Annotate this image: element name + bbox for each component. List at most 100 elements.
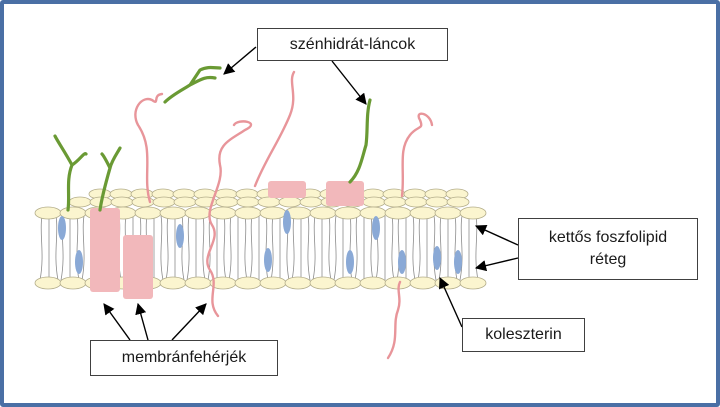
cholesterol-text: koleszterin bbox=[485, 326, 562, 343]
lipid-tail bbox=[328, 215, 332, 281]
membrane-fiber bbox=[134, 92, 164, 204]
phospholipid-head-back bbox=[173, 196, 197, 208]
carbohydrate-chains-label: szénhidrát-láncok bbox=[257, 28, 448, 61]
lipid-tail bbox=[333, 215, 337, 281]
lipid-tail bbox=[181, 215, 185, 281]
phospholipid-head-back bbox=[110, 196, 134, 208]
protein-icon bbox=[268, 181, 306, 198]
cholesterol-icon bbox=[346, 250, 354, 274]
lipid-tail bbox=[160, 215, 164, 281]
lipid-tail bbox=[354, 215, 358, 281]
lipid-tail bbox=[391, 215, 395, 281]
cholesterol-icon bbox=[372, 216, 380, 240]
phospholipid-head-top bbox=[159, 206, 187, 220]
lipid-tail bbox=[312, 215, 316, 281]
phospholipid-head-top bbox=[134, 206, 162, 220]
cholesterol-icon bbox=[58, 216, 66, 240]
lipid-tail bbox=[454, 215, 458, 281]
lipid-tail bbox=[370, 215, 374, 281]
phospholipid-head-bottom bbox=[259, 276, 287, 290]
phospholipid-head-back bbox=[425, 196, 449, 208]
phospholipid-head-back bbox=[257, 196, 281, 208]
phospholipid-head-back bbox=[404, 196, 428, 208]
cholesterol-icon bbox=[433, 246, 441, 270]
lipid-tail bbox=[396, 215, 400, 281]
membrane-proteins-label: membránfehérjék bbox=[90, 340, 278, 376]
cholesterol-icon bbox=[454, 250, 462, 274]
phospholipid-head-bottom bbox=[184, 276, 212, 290]
phospholipid-head-top bbox=[259, 206, 287, 220]
lipid-tail bbox=[438, 215, 442, 281]
phospholipid-head-top bbox=[59, 206, 87, 220]
phospholipid-head-bottom bbox=[309, 276, 337, 290]
lipid-tail bbox=[249, 215, 253, 281]
phospholipid-head-top bbox=[409, 206, 437, 220]
phospholipid-head-back bbox=[383, 196, 407, 208]
phospholipid-head-back bbox=[278, 196, 302, 208]
lipid-tail bbox=[223, 215, 227, 281]
phospholipid-head-top bbox=[384, 206, 412, 220]
lipid-tail bbox=[39, 215, 43, 281]
phospholipid-head-bottom bbox=[334, 276, 362, 290]
phospholipid-head-bottom bbox=[359, 276, 387, 290]
phospholipid-head-bottom bbox=[459, 276, 487, 290]
label-arrow bbox=[223, 46, 257, 75]
lipid-tail bbox=[417, 215, 421, 281]
fiber-group bbox=[134, 70, 434, 360]
cholesterol-icon bbox=[264, 248, 272, 272]
lipid-tail bbox=[475, 215, 479, 281]
lipid-tail bbox=[55, 215, 59, 281]
label-arrow bbox=[439, 276, 463, 328]
carbohydrate-chain-icon bbox=[163, 65, 222, 104]
lipid-tail bbox=[265, 215, 269, 281]
lipid-tail bbox=[186, 215, 190, 281]
phospholipid-head-top bbox=[459, 206, 487, 220]
lipid-tail bbox=[81, 215, 85, 281]
phospholipid-bilayer-label: kettős foszfolipid réteg bbox=[518, 218, 698, 280]
membrane-fiber bbox=[253, 70, 296, 188]
phospholipid-head-top bbox=[209, 206, 237, 220]
carbohydrate-chain-icon bbox=[98, 146, 122, 212]
lipid-tail bbox=[307, 215, 311, 281]
phospholipid-head-back bbox=[236, 196, 260, 208]
label-arrow bbox=[103, 303, 131, 341]
phospholipid-head-bottom bbox=[34, 276, 62, 290]
bilayer-text-line2: réteg bbox=[589, 251, 627, 268]
membrane-fiber bbox=[206, 120, 253, 318]
membrane-fiber bbox=[400, 112, 434, 198]
lipid-tail bbox=[459, 215, 463, 281]
cholesterol-icon bbox=[283, 210, 291, 234]
membrane-fiber bbox=[386, 280, 402, 360]
lipid-tail bbox=[165, 215, 169, 281]
label-arrow bbox=[171, 303, 207, 341]
label-arrow bbox=[474, 257, 519, 272]
phospholipid-head-bottom bbox=[59, 276, 87, 290]
phospholipid-head-top bbox=[184, 206, 212, 220]
lipid-tail bbox=[270, 215, 274, 281]
lipid-tail bbox=[433, 215, 437, 281]
lipid-tail bbox=[291, 215, 295, 281]
protein-icon bbox=[123, 235, 153, 299]
cholesterol-icon bbox=[75, 250, 83, 274]
label-arrow bbox=[474, 225, 519, 246]
lipid-tail bbox=[202, 215, 206, 281]
lipid-tail bbox=[412, 215, 416, 281]
phospholipid-head-top bbox=[334, 206, 362, 220]
membrane-proteins-text: membránfehérjék bbox=[121, 349, 247, 366]
phospholipid-head-back bbox=[68, 196, 92, 208]
phospholipid-head-back bbox=[299, 196, 323, 208]
phospholipid-head-top bbox=[309, 206, 337, 220]
carbohydrate-chain-icon bbox=[348, 98, 372, 184]
cholesterol-label: koleszterin bbox=[462, 318, 585, 352]
lipid-tail bbox=[244, 215, 248, 281]
bilayer-text-line1: kettős foszfolipid bbox=[548, 229, 668, 246]
phospholipid-head-top bbox=[34, 206, 62, 220]
phospholipid-head-bottom bbox=[409, 276, 437, 290]
phospholipid-head-bottom bbox=[159, 276, 187, 290]
phospholipid-head-back bbox=[446, 196, 470, 208]
carbohydrate-group bbox=[53, 65, 372, 212]
phospholipid-head-top bbox=[359, 206, 387, 220]
label-arrow bbox=[331, 60, 367, 105]
phospholipid-head-back bbox=[152, 196, 176, 208]
